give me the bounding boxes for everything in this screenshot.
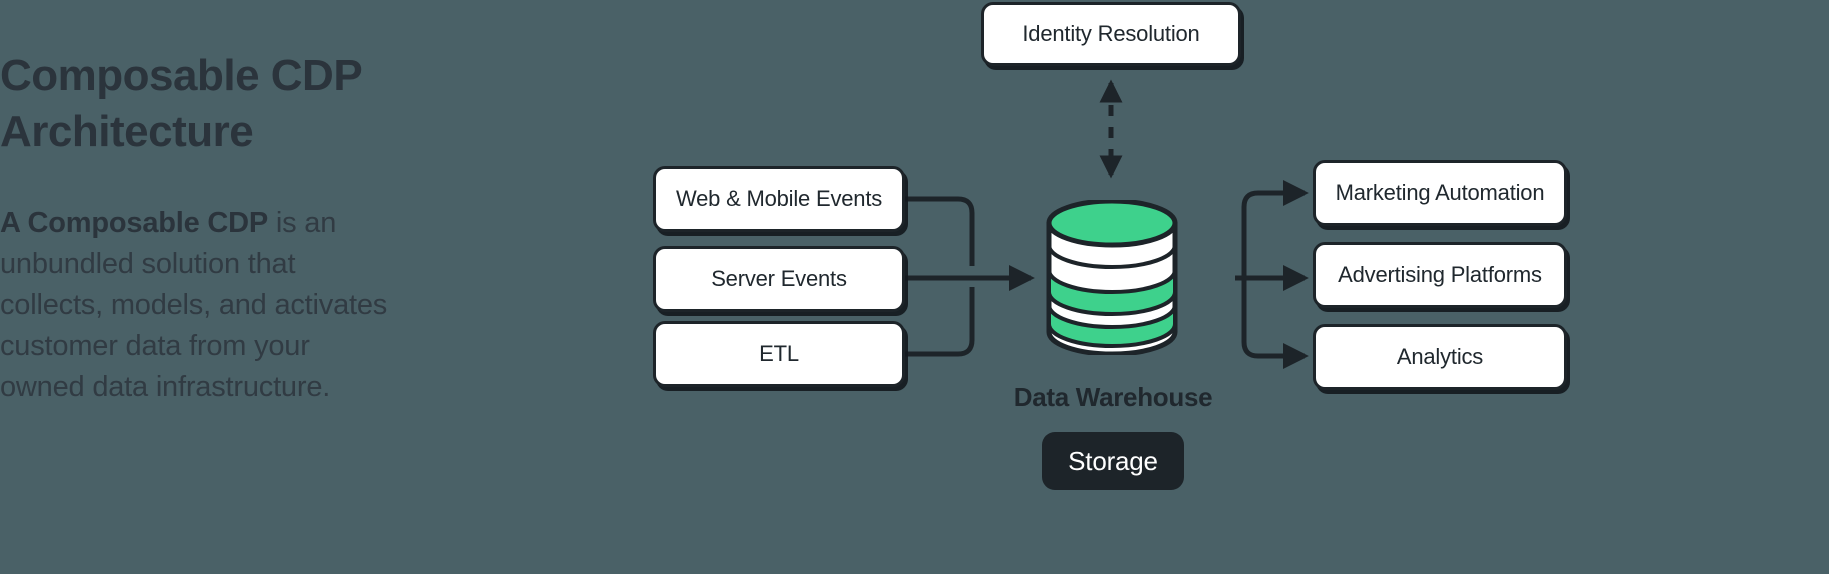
db-top-disc — [1046, 198, 1178, 248]
node-label: Web & Mobile Events — [675, 186, 883, 211]
node-identity-resolution[interactable]: Identity Resolution — [981, 2, 1241, 66]
node-etl[interactable]: ETL — [653, 321, 905, 387]
wire-wh-to-marketing — [1241, 180, 1309, 278]
intro-paragraph: A Composable CDP is an unbundled solutio… — [0, 203, 400, 409]
node-analytics[interactable]: Analytics — [1313, 324, 1567, 390]
node-web-mobile-events[interactable]: Web & Mobile Events — [653, 166, 905, 232]
node-advertising-platforms[interactable]: Advertising Platforms — [1313, 242, 1567, 308]
node-label: Identity Resolution — [1022, 21, 1200, 46]
intro-paragraph-rest: is an unbundled solution that collects, … — [0, 206, 388, 404]
node-label: ETL — [759, 341, 799, 366]
storage-badge-label: Storage — [1068, 445, 1158, 476]
db-top-ring — [1047, 223, 1177, 269]
wire-web-mobile — [905, 196, 975, 266]
node-marketing-automation[interactable]: Marketing Automation — [1313, 160, 1567, 226]
node-label: Marketing Automation — [1335, 180, 1545, 205]
intro-text-block: Composable CDP Architecture A Composable… — [0, 48, 440, 408]
wire-etl — [905, 287, 975, 357]
db-body — [1046, 220, 1178, 357]
data-warehouse-label: Data Warehouse — [1013, 382, 1213, 412]
db-band-upper — [1047, 269, 1177, 316]
node-label: Server Events — [711, 266, 847, 291]
page-title: Composable CDP Architecture — [0, 51, 362, 157]
storage-badge[interactable]: Storage — [1042, 432, 1184, 490]
data-warehouse-cylinder — [1046, 198, 1178, 357]
wire-wh-to-analytics — [1241, 278, 1309, 369]
db-band-lower — [1047, 304, 1177, 348]
node-label: Analytics — [1396, 344, 1484, 369]
database-icon — [1046, 198, 1178, 357]
node-label: Advertising Platforms — [1338, 262, 1542, 287]
intro-paragraph-lead: A Composable CDP — [0, 206, 269, 239]
node-server-events[interactable]: Server Events — [653, 246, 905, 312]
